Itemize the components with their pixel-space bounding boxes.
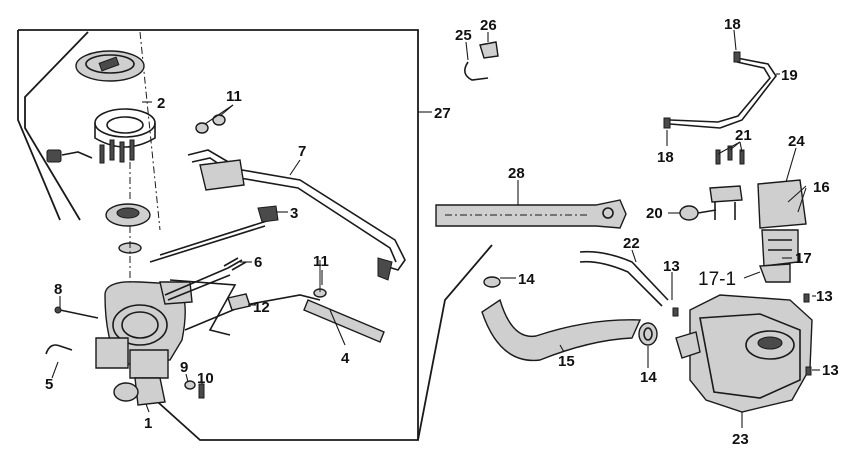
clip-5 xyxy=(45,344,73,355)
callout-13-pipe: 13 xyxy=(663,258,680,275)
bolt-8 xyxy=(54,306,99,319)
bracket-12 xyxy=(227,293,251,311)
canister-body xyxy=(95,267,231,406)
assembly-frame xyxy=(17,29,493,441)
callout-14-upper: 14 xyxy=(518,271,535,288)
vent-hose-19 xyxy=(663,51,777,129)
callout-labels: 1 2 3 4 5 6 7 8 9 10 11 11 12 13 13 13 1… xyxy=(45,16,839,448)
callout-13-tank-right: 13 xyxy=(822,362,839,379)
callout-27: 27 xyxy=(434,105,451,122)
callout-13-tank-top: 13 xyxy=(816,288,833,305)
heat-shield-28 xyxy=(435,199,627,229)
callout-26: 26 xyxy=(480,17,497,34)
clip-25-26 xyxy=(464,41,499,81)
fuel-hose-22 xyxy=(579,250,669,307)
fuel-pump-assembly xyxy=(709,145,807,283)
fuel-strainer-4 xyxy=(303,260,385,343)
callout-24: 24 xyxy=(788,133,805,150)
callout-16: 16 xyxy=(813,179,830,196)
fuel-cap-assembly xyxy=(24,31,161,290)
fuel-level-sender-20 xyxy=(679,205,717,221)
clamp-3 xyxy=(257,205,279,223)
callout-28: 28 xyxy=(508,165,525,182)
callout-19: 19 xyxy=(781,67,798,84)
callout-1: 1 xyxy=(144,415,152,432)
callout-3: 3 xyxy=(290,205,298,222)
callout-6: 6 xyxy=(254,254,262,271)
callout-25: 25 xyxy=(455,27,472,44)
callout-9: 9 xyxy=(180,359,188,376)
callout-17: 17 xyxy=(795,250,812,267)
callout-21: 21 xyxy=(735,127,752,144)
hose-clamp-14 xyxy=(638,322,658,346)
callout-7: 7 xyxy=(298,143,306,160)
callout-2: 2 xyxy=(157,95,165,112)
leader-lines xyxy=(51,29,820,428)
callout-5: 5 xyxy=(45,376,53,393)
callout-15: 15 xyxy=(558,353,575,370)
spring-6 xyxy=(223,257,247,271)
callout-20: 20 xyxy=(646,205,663,222)
washer-9-screw-10 xyxy=(184,380,205,399)
callout-11-top: 11 xyxy=(226,88,242,105)
callout-12: 12 xyxy=(253,299,270,316)
callout-18-top: 18 xyxy=(724,16,741,33)
callout-4: 4 xyxy=(341,350,350,367)
callout-17-1: 17-1 xyxy=(698,269,736,290)
bolt-pair-11 xyxy=(195,114,226,134)
callout-10: 10 xyxy=(197,370,214,387)
callout-14-lower: 14 xyxy=(640,369,657,386)
fuel-feed-hose-15 xyxy=(481,276,642,362)
callout-8: 8 xyxy=(54,281,62,298)
callout-22: 22 xyxy=(623,235,640,252)
callout-11-mid: 11 xyxy=(313,253,329,270)
breather-tube xyxy=(149,149,406,336)
callout-18-bottom: 18 xyxy=(657,149,674,166)
callout-23: 23 xyxy=(732,431,749,448)
fuel-tank-23 xyxy=(672,293,813,413)
